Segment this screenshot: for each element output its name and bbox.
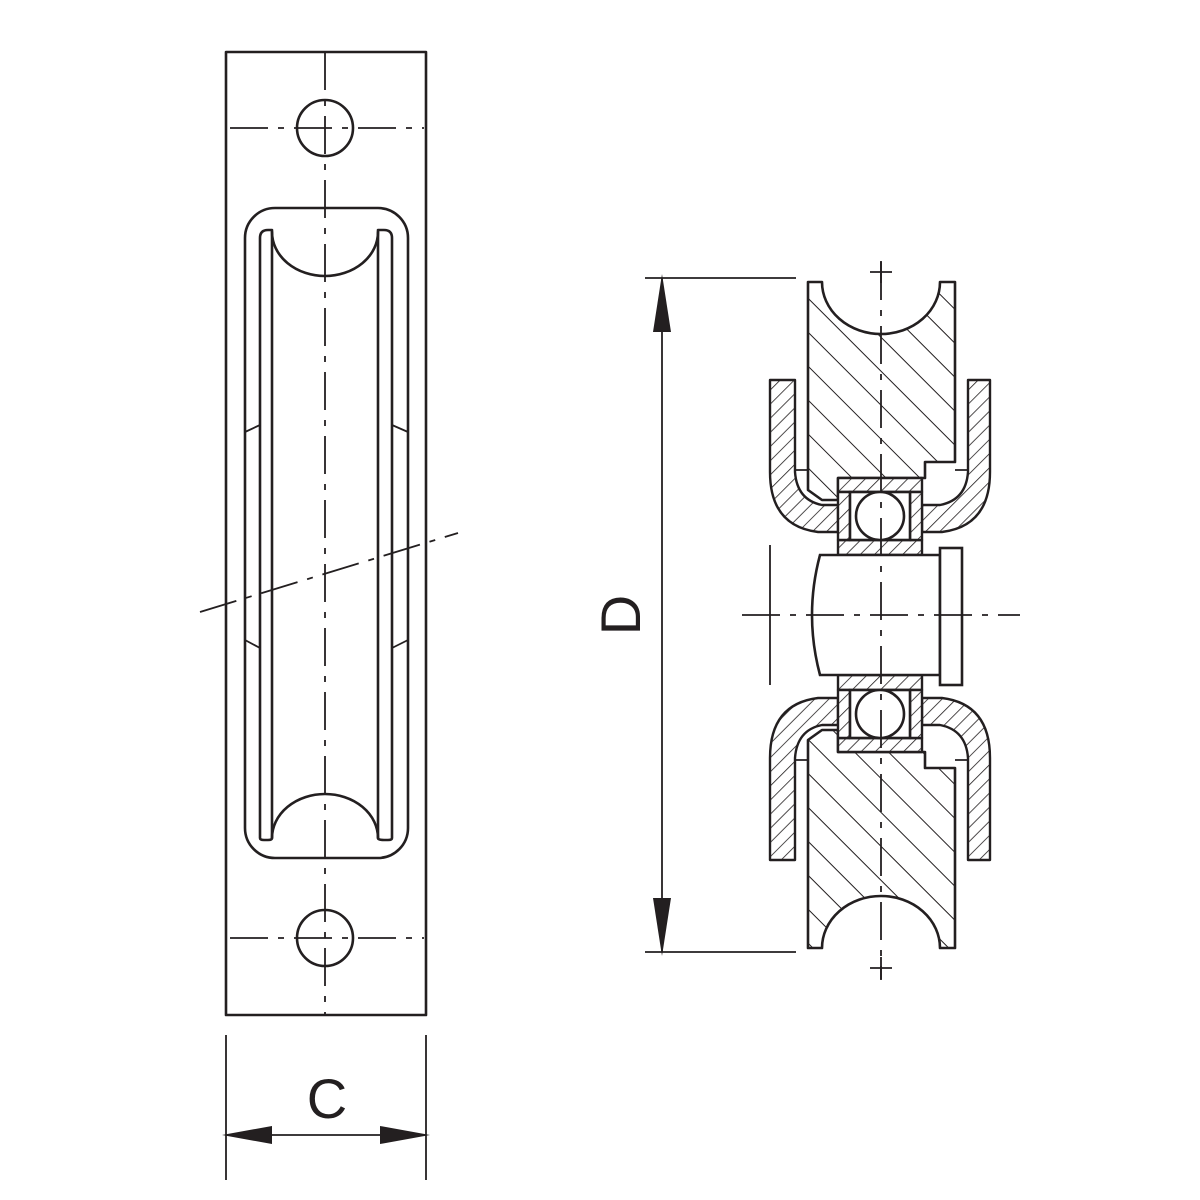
sheave-slot xyxy=(243,206,410,860)
section-view: D xyxy=(589,261,1020,980)
bottom-bearing-right-seal xyxy=(908,688,924,740)
d-arrow-top xyxy=(653,274,671,332)
bottom-bearing xyxy=(836,673,924,754)
bottom-bearing-outer-race xyxy=(836,736,924,754)
d-arrow-bottom xyxy=(653,898,671,956)
bottom-bearing-ball xyxy=(854,688,906,740)
c-arrow-left xyxy=(222,1126,272,1144)
top-bearing-inner-race xyxy=(836,538,924,557)
bottom-bearing-left-seal xyxy=(836,688,852,740)
top-bearing-ball xyxy=(854,490,906,542)
top-bearing-right-seal xyxy=(908,490,924,542)
c-arrow-right xyxy=(380,1126,430,1144)
front-view: C xyxy=(199,50,459,1180)
wheel-right-flange xyxy=(376,228,394,842)
bottom-center-cross xyxy=(870,957,892,979)
d-label: D xyxy=(589,595,652,635)
top-bearing-outer-race xyxy=(836,476,924,494)
top-bearing-left-seal xyxy=(836,490,852,542)
axle-flange xyxy=(938,546,964,687)
bottom-mounting-hole xyxy=(230,908,424,968)
section-line xyxy=(199,532,459,613)
c-label: C xyxy=(307,1067,347,1130)
bottom-bearing-inner-race xyxy=(836,673,924,692)
wheel-left-flange xyxy=(258,228,274,842)
frame-outline xyxy=(224,50,428,1017)
top-bearing xyxy=(836,476,924,557)
frame-bend-marks xyxy=(244,424,409,649)
top-center-cross xyxy=(870,261,892,283)
dimension-d: D xyxy=(589,274,796,956)
top-mounting-hole xyxy=(230,98,424,158)
dimension-c: C xyxy=(222,1035,430,1180)
